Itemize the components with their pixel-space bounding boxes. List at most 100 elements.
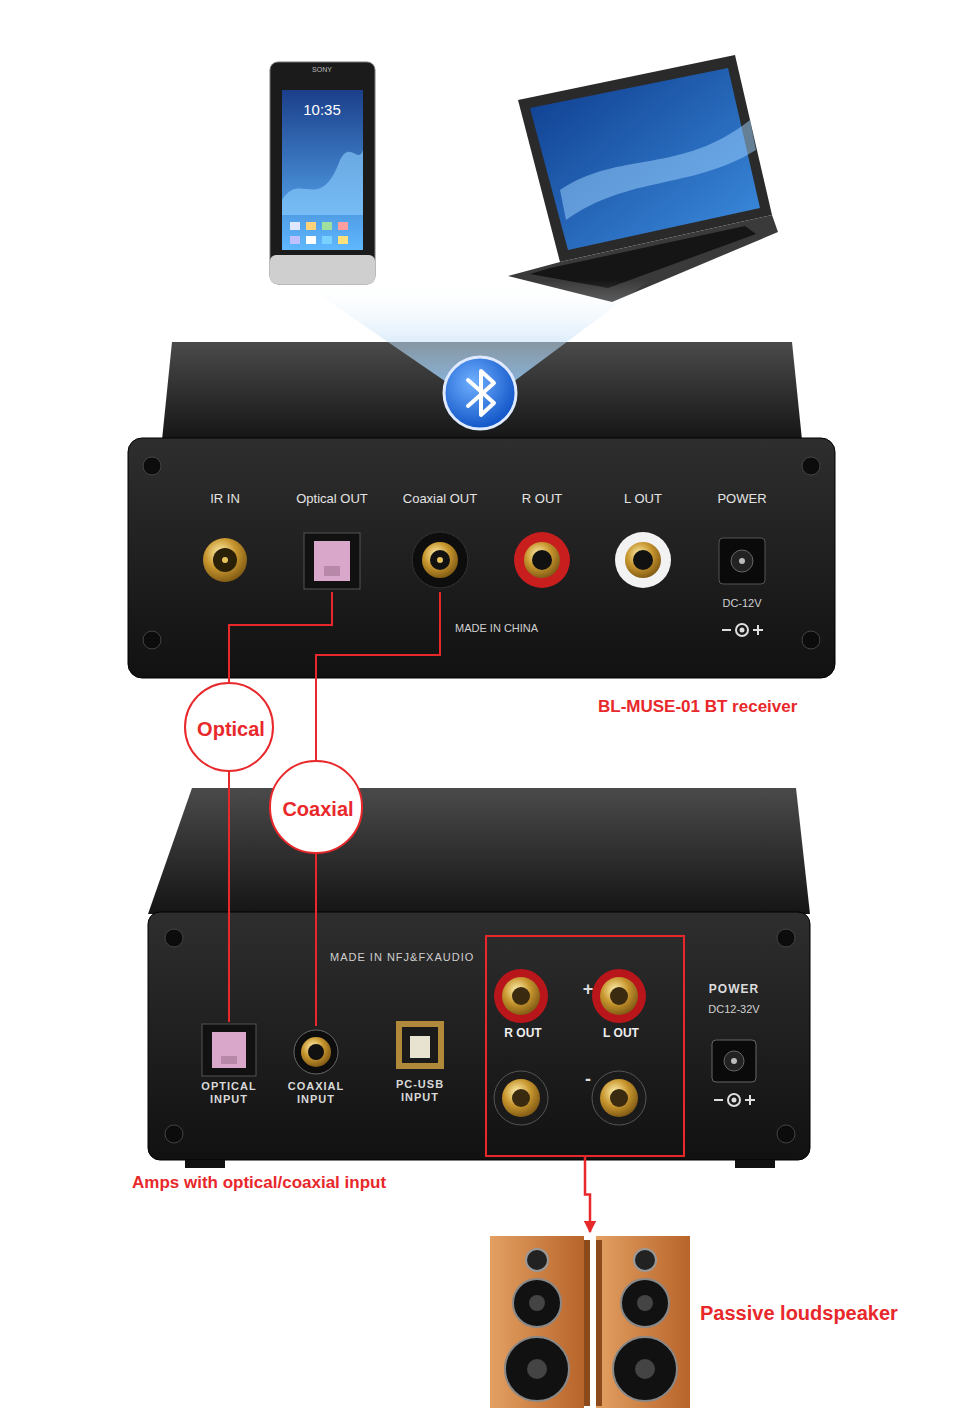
receiver-ports — [412, 532, 468, 588]
smartphone — [290, 236, 300, 244]
amplifier-housing — [777, 1125, 795, 1143]
receiver-ports — [739, 558, 745, 564]
receiver-ports — [625, 542, 661, 578]
loudspeakers — [505, 1337, 569, 1401]
polarity-symbol — [749, 1095, 751, 1105]
receiver-housing — [802, 631, 820, 649]
receiver-ports — [532, 550, 552, 570]
amplifier-ports — [494, 969, 548, 1023]
port-label: IR IN — [210, 492, 240, 507]
amplifier-ports — [410, 1036, 430, 1058]
amplifier-ports — [712, 1040, 756, 1082]
amplifier-housing — [165, 1125, 183, 1143]
laptop — [530, 68, 760, 250]
port-label: OPTICAL INPUT — [191, 1080, 267, 1105]
amplifier-ports — [592, 969, 646, 1023]
port-label: PC-USB INPUT — [382, 1078, 458, 1103]
loudspeakers — [596, 1240, 602, 1406]
polarity-symbol — [728, 1094, 740, 1106]
speaker-terminals: +R OUTL OUT- — [485, 935, 685, 1157]
connection-circle: Coaxial — [269, 760, 362, 853]
screen-clock: 10:35 — [303, 101, 341, 118]
loudspeakers — [584, 1240, 590, 1406]
polarity-symbol — [714, 1099, 723, 1101]
amplifier-ports — [202, 969, 756, 1125]
receiver-ports — [615, 532, 671, 588]
receiver-ports — [203, 538, 247, 582]
connection-type: Optical — [197, 718, 265, 741]
amplifier-ports — [592, 1071, 646, 1125]
loudspeakers — [637, 1295, 653, 1311]
loudspeakers — [621, 1279, 669, 1327]
amplifier-housing — [777, 929, 795, 947]
smartphone — [270, 255, 375, 284]
polarity-symbol — [733, 1099, 736, 1102]
amplifier-ports — [202, 1024, 256, 1076]
receiver-ports — [213, 548, 237, 572]
receiver-ports — [514, 532, 570, 588]
polarity-symbol — [722, 624, 763, 636]
smartphone — [338, 222, 348, 230]
port-label: POWER — [709, 983, 759, 997]
port-label: POWER — [717, 492, 766, 507]
signal-cable — [315, 854, 317, 1026]
receiver-ports — [719, 538, 765, 584]
amplifier-ports — [731, 1058, 737, 1064]
channel-label: L OUT — [603, 1027, 639, 1041]
receiver-ports — [324, 566, 340, 576]
amplifier-housing — [148, 788, 810, 1168]
laptop — [508, 55, 778, 302]
input-port: COAXIAL INPUT — [276, 1026, 356, 1122]
device-title: Amps with optical/coaxial input — [132, 1173, 386, 1193]
signal-cable — [316, 592, 440, 760]
amplifier-ports — [502, 1079, 540, 1117]
connection-type: Coaxial — [282, 798, 353, 821]
receiver-housing — [802, 457, 820, 475]
polarity-symbol — [757, 625, 759, 635]
polarity-symbol — [741, 629, 744, 632]
brand-label: MADE IN NFJ&FXAUDIO — [330, 951, 474, 964]
amplifier-ports — [502, 977, 540, 1015]
loudspeakers — [526, 1249, 548, 1271]
smartphone — [306, 236, 316, 244]
smartphone — [282, 150, 363, 215]
bluetooth-icon — [444, 357, 516, 429]
amplifier-ports — [610, 987, 628, 1005]
amplifier-housing — [148, 788, 810, 914]
receiver-ports — [304, 533, 360, 589]
amplifier-ports — [512, 987, 530, 1005]
receiver-housing — [128, 438, 835, 678]
amplifier-ports — [221, 1056, 237, 1064]
port-label: COAXIAL INPUT — [278, 1080, 354, 1105]
receiver-ports — [203, 532, 765, 589]
loudspeaker-pair: Passive loudspeaker — [488, 1232, 692, 1410]
amplifier-ports — [294, 1030, 338, 1074]
loudspeakers — [596, 1236, 690, 1408]
amplifier-housing — [165, 929, 183, 947]
receiver-housing — [143, 631, 161, 649]
loudspeakers — [529, 1295, 545, 1311]
receiver-ports — [222, 557, 228, 563]
output-port: Coaxial OUT — [399, 490, 481, 592]
output-port: Optical OUT — [292, 490, 372, 592]
smartphone — [322, 222, 332, 230]
smartphone — [306, 222, 316, 230]
laptop — [530, 226, 756, 288]
amplifier-ports — [600, 1079, 638, 1117]
amplifier-ports — [301, 1037, 331, 1067]
signal-cable — [228, 772, 230, 1022]
loudspeakers — [513, 1279, 561, 1327]
voltage-label: DC12-32V — [708, 1003, 759, 1016]
smartphone — [282, 90, 363, 250]
loudspeakers — [635, 1359, 655, 1379]
receiver-ports — [731, 550, 753, 572]
port-label: Optical OUT — [296, 492, 368, 507]
smartphone — [290, 222, 300, 230]
port-label: Coaxial OUT — [403, 492, 477, 507]
receiver-housing — [128, 342, 835, 678]
receiver-housing — [162, 342, 802, 440]
smartphone — [270, 62, 375, 284]
output-arrow — [585, 1157, 590, 1232]
bluetooth-icon — [468, 371, 494, 415]
loudspeakers — [634, 1249, 656, 1271]
